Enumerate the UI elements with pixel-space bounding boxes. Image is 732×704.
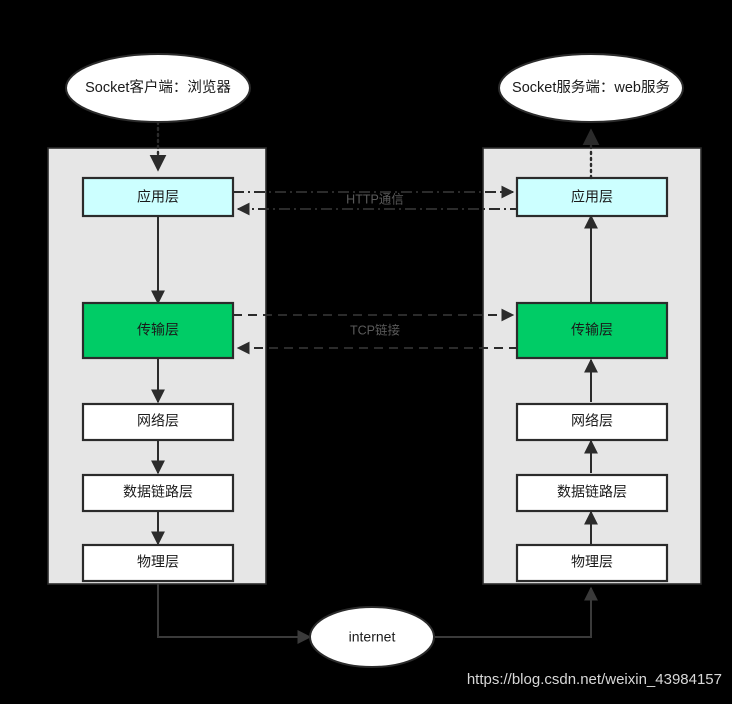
server-layer-physical-label: 物理层 (571, 554, 613, 570)
server-layer-datalink-box[interactable] (515, 473, 669, 513)
client-layer-datalink-box[interactable] (81, 473, 235, 513)
server-layer-datalink-label: 数据链路层 (557, 484, 627, 500)
internet-label: internet (349, 629, 396, 645)
server-layer-physical-box[interactable] (515, 543, 669, 583)
client-layer-network-box[interactable] (81, 402, 235, 442)
watermark-label: https://blog.csdn.net/weixin_43984157 (467, 671, 722, 688)
client-layer-application-box[interactable] (81, 176, 235, 218)
server-layer-network-box[interactable] (515, 402, 669, 442)
server-layer-application-label: 应用层 (571, 189, 613, 205)
client-title-ellipse[interactable] (65, 53, 251, 123)
client-layer-transport-label: 传输层 (137, 322, 179, 338)
client-layer-datalink-label: 数据链路层 (123, 484, 193, 500)
internet-to-server-line (434, 586, 598, 638)
client-layer-network-label: 网络层 (137, 413, 179, 429)
server-layer-transport-box[interactable] (515, 301, 669, 360)
client-to-internet-line (157, 584, 312, 644)
client-layer-physical-label: 物理层 (137, 554, 179, 570)
tcp-connection-label: TCP链接 (350, 322, 401, 337)
client-layer-transport-box[interactable] (81, 301, 235, 360)
client-title-label: Socket客户端：浏览器 (85, 79, 231, 96)
server-layer-network-label: 网络层 (571, 413, 613, 429)
server-layer-transport-label: 传输层 (571, 322, 613, 338)
client-layer-application-label: 应用层 (137, 189, 179, 205)
server-title-ellipse[interactable] (498, 53, 684, 123)
internet-ellipse[interactable] (309, 606, 435, 668)
client-layer-physical-box[interactable] (81, 543, 235, 583)
server-title-label: Socket服务端：web服务 (512, 79, 670, 96)
http-connection-label: HTTP通信 (346, 192, 404, 206)
